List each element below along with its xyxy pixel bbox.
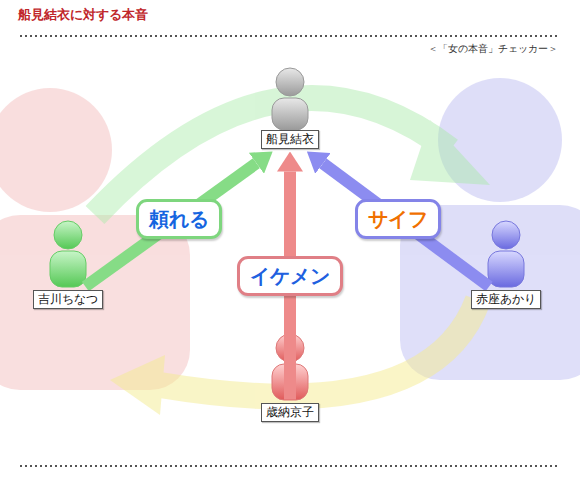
name-box: 船見結衣: [261, 130, 319, 149]
person-name: 歳納京子: [266, 405, 314, 420]
edge-label: 頼れる: [136, 199, 222, 239]
person-name: 赤座あかり: [476, 292, 536, 307]
edge-label: サイフ: [355, 199, 441, 239]
dotted-rule: [20, 465, 560, 467]
person-name: 吉川ちなつ: [38, 292, 98, 307]
subtitle-label: ＜「女の本音」チェッカー＞: [428, 42, 558, 56]
person-icon: [488, 221, 524, 287]
person-name: 船見結衣: [266, 132, 314, 147]
name-box: 赤座あかり: [471, 290, 541, 309]
dotted-rule: [20, 35, 560, 37]
name-box: 吉川ちなつ: [33, 290, 103, 309]
arrow-connector: [323, 163, 489, 286]
edge-label: イケメン: [237, 256, 343, 296]
arrow-connector: [85, 163, 256, 286]
person-icon: [50, 221, 86, 287]
diagram-title: 船見結衣に対する本音: [18, 6, 148, 24]
name-box: 歳納京子: [261, 403, 319, 422]
person-icon: [272, 68, 308, 130]
